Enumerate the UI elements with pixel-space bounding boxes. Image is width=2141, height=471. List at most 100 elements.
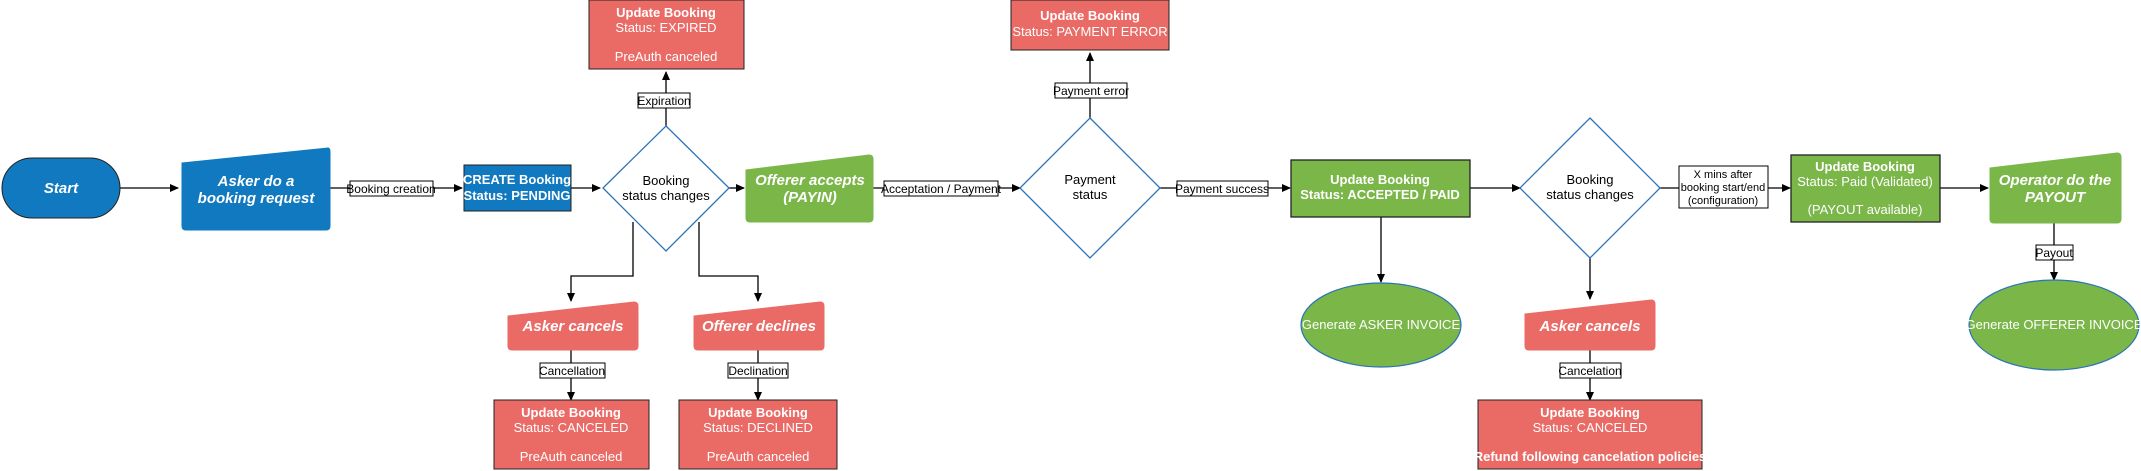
paid-validated-rect: [1790, 154, 1941, 223]
accepted-paid-node: Update Booking Status: ACCEPTED / PAID: [1290, 159, 1471, 218]
offerer-invoice-label: Generate OFFERER INVOICE: [1966, 317, 2141, 332]
asker-cancels-shape-1: [507, 301, 639, 351]
label-declination-text: Declination: [728, 364, 787, 378]
start-label: Start: [44, 180, 79, 197]
create-booking-node: CREATE Booking Status: PENDING: [463, 164, 572, 212]
status-changes-diamond-2: [1519, 117, 1661, 259]
expired-rect: [588, 0, 745, 70]
label-payment-error-text: Payment error: [1053, 84, 1129, 98]
label-payment-success-text: Payment success: [1175, 182, 1269, 196]
label-x-mins-line-3: (configuration): [1688, 195, 1758, 207]
asker-request-line-1: Asker do a: [217, 173, 295, 190]
create-booking-line-2: Status: PENDING: [464, 188, 571, 203]
declined-line-3: PreAuth canceled: [707, 449, 810, 464]
asker-request-line-2: booking request: [198, 190, 316, 207]
label-booking-creation-text: Booking creation: [346, 182, 435, 196]
start-terminator: [1, 157, 121, 219]
edge-status1-to-offerer-declines: [698, 222, 762, 302]
label-acceptation-payment: Acceptation / Payment: [881, 180, 1002, 197]
declined-line-2: Status: DECLINED: [703, 420, 813, 435]
label-cancelation: Cancelation: [1558, 362, 1622, 379]
label-payment-success: Payment success: [1175, 180, 1269, 197]
offerer-invoice-ellipse: [1968, 279, 2140, 371]
create-booking-rect: [463, 164, 572, 212]
edge-status1-to-asker-cancels: [567, 222, 634, 302]
expired-line-2: Status: EXPIRED: [615, 20, 716, 35]
label-cancelation-text: Cancelation: [1558, 364, 1621, 378]
accepted-paid-line-2: Status: ACCEPTED / PAID: [1300, 187, 1460, 202]
label-x-mins-line-1: X mins after: [1694, 169, 1753, 181]
declined-rect: [678, 399, 838, 470]
payment-error-line-2: Status: PAYMENT ERROR: [1012, 24, 1167, 39]
offerer-accepts-line-2: (PAYIN): [783, 189, 837, 206]
status-changes-diamond-1: [602, 125, 730, 252]
canceled-2-line-3: Refund following cancelation policies: [1474, 449, 1707, 464]
expired-line-3: PreAuth canceled: [615, 49, 718, 64]
canceled-rect-2: [1477, 399, 1703, 470]
expired-node: Update Booking Status: EXPIRED PreAuth c…: [588, 0, 745, 70]
offerer-invoice-node: Generate OFFERER INVOICE: [1966, 279, 2141, 371]
asker-invoice-node: Generate ASKER INVOICE: [1300, 282, 1462, 368]
offerer-declines-node: Offerer declines: [693, 301, 825, 351]
declined-line-1: Update Booking: [708, 405, 808, 420]
label-acceptation-payment-text: Acceptation / Payment: [881, 182, 1002, 196]
label-payment-error: Payment error: [1053, 82, 1129, 99]
label-x-mins: X mins after booking start/end (configur…: [1678, 165, 1769, 209]
paid-validated-line-2: Status: Paid (Validated): [1797, 174, 1933, 189]
offerer-accepts-line-1: Offerer accepts: [755, 172, 865, 189]
label-expiration: Expiration: [637, 92, 691, 109]
status-changes-1-line-1: Booking: [643, 173, 690, 188]
offerer-declines-label: Offerer declines: [702, 318, 816, 335]
create-booking-line-1: CREATE Booking: [463, 172, 571, 187]
asker-booking-request-node: Asker do a booking request: [181, 147, 331, 231]
payment-status-line-2: status: [1073, 187, 1108, 202]
canceled-node-2: Update Booking Status: CANCELED Refund f…: [1474, 399, 1707, 470]
label-expiration-text: Expiration: [637, 94, 690, 108]
label-x-mins-line-2: booking start/end: [1681, 182, 1765, 194]
offerer-accepts-shape: [745, 154, 874, 223]
label-cancellation: Cancellation: [539, 362, 606, 379]
asker-cancels-2-label: Asker cancels: [1539, 318, 1641, 335]
canceled-1-line-1: Update Booking: [521, 405, 621, 420]
payment-status-line-1: Payment: [1064, 172, 1116, 187]
canceled-rect-1: [493, 399, 650, 470]
accepted-paid-rect: [1290, 159, 1471, 218]
edge-labels: Booking creation Expiration Acceptation …: [346, 82, 2074, 379]
canceled-1-line-2: Status: CANCELED: [514, 420, 629, 435]
start-node: Start: [1, 157, 121, 219]
declined-node: Update Booking Status: DECLINED PreAuth …: [678, 399, 838, 470]
operator-payout-node: Operator do the PAYOUT: [1989, 152, 2122, 224]
asker-invoice-label: Generate ASKER INVOICE: [1302, 317, 1461, 332]
offerer-declines-shape: [693, 301, 825, 351]
paid-validated-line-1: Update Booking: [1815, 159, 1915, 174]
paid-validated-node: Update Booking Status: Paid (Validated) …: [1790, 154, 1941, 223]
payment-error-line-1: Update Booking: [1040, 8, 1140, 23]
asker-cancels-shape-2: [1524, 299, 1656, 351]
label-payout-text: Payout: [2035, 246, 2073, 260]
paid-validated-line-3: (PAYOUT available): [1808, 202, 1923, 217]
status-changes-1-line-2: status changes: [622, 188, 710, 203]
payment-error-node: Update Booking Status: PAYMENT ERROR: [1010, 0, 1170, 51]
label-booking-creation: Booking creation: [346, 180, 436, 197]
operator-payout-line-1: Operator do the: [1999, 172, 2112, 189]
offerer-accepts-node: Offerer accepts (PAYIN): [745, 154, 874, 223]
canceled-2-line-2: Status: CANCELED: [1533, 420, 1648, 435]
payment-status-diamond: [1019, 117, 1161, 259]
operator-payout-line-2: PAYOUT: [2025, 189, 2087, 206]
expired-line-1: Update Booking: [616, 5, 716, 20]
canceled-node-1: Update Booking Status: CANCELED PreAuth …: [493, 399, 650, 470]
label-cancellation-text: Cancellation: [539, 364, 605, 378]
status-changes-decision-1: Booking status changes: [602, 125, 730, 252]
operator-payout-shape: [1989, 152, 2122, 224]
canceled-2-line-1: Update Booking: [1540, 405, 1640, 420]
label-declination: Declination: [727, 362, 789, 379]
asker-cancels-1-label: Asker cancels: [522, 318, 624, 335]
asker-cancels-node-2: Asker cancels: [1524, 299, 1656, 351]
asker-booking-request-shape: [181, 147, 331, 231]
status-changes-2-line-2: status changes: [1546, 187, 1634, 202]
asker-invoice-ellipse: [1300, 282, 1462, 368]
status-changes-2-line-1: Booking: [1567, 172, 1614, 187]
payment-error-rect: [1010, 0, 1170, 51]
label-payout: Payout: [2035, 244, 2074, 261]
